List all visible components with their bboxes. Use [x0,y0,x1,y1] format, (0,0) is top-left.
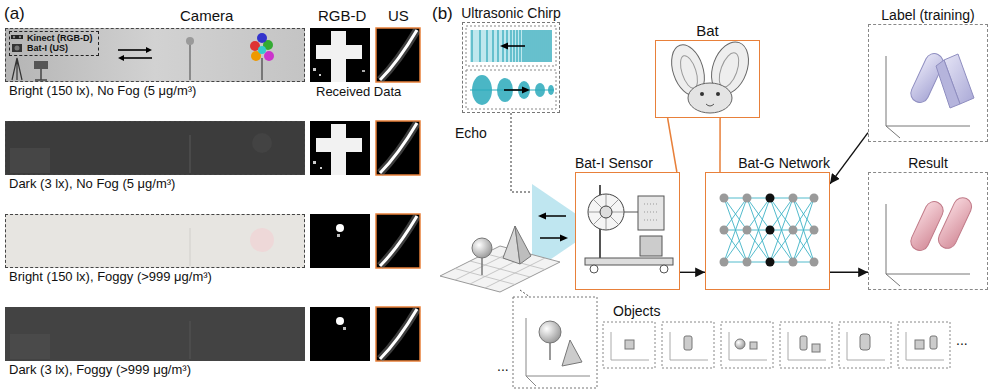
bat-link [668,118,677,172]
device-callout-box: Kinect (RGB-D)Bat-I (US) [9,31,99,56]
node-label: Dark (3 lx), No Fog (5 μg/m³) [9,177,175,192]
sensor-box: Bat-I Sensor [575,172,680,290]
node-label: Bat [696,22,719,39]
flow-arrow [830,272,868,273]
node-label: Kinect (RGB-D) [27,33,95,43]
ultrasound-image [376,28,420,361]
scene [440,113,576,297]
camera-frame: Dark (3 lx), No Fog (5 μg/m³) [5,121,305,175]
ellipsis: ... [956,332,968,348]
chirp-panel: Ultrasonic Chirp [462,22,560,113]
panel-letter: (b) [432,4,453,24]
label-panel: Label (training) [868,24,988,142]
node-label: Label (training) [881,7,974,23]
label-objects [886,51,974,138]
chirp-waveform [466,26,556,109]
bat-drawing [666,37,756,113]
camera-frame: Bright (150 lx), No Fog (5 μg/m³)Kinect … [5,28,305,82]
training-arrow [830,133,868,184]
node-label: Bat-I Sensor [575,155,653,171]
column-heading: Camera [180,7,233,24]
node-label: Ultrasonic Chirp [461,5,561,21]
node-label: Bright (150 lx), Foggy (>999 μg/m³) [9,270,212,285]
node-label: Result [908,155,948,171]
node-label: Bat-G Network [738,155,830,171]
result-panel: Result [868,172,988,290]
node-label: Bright (150 lx), No Fog (5 μg/m³) [9,84,196,99]
bat-box: Bat [655,40,760,118]
object-samples [513,297,950,388]
signal-label: Echo [455,125,487,141]
column-heading: RGB-D [318,7,366,24]
bat-link [719,118,721,172]
group-heading: Objects [613,303,660,319]
ellipsis: ... [497,358,509,374]
result-objects [886,195,975,286]
node-label: Dark (3 lx), Foggy (>999 μg/m³) [9,363,191,378]
column-heading: US [388,7,409,24]
camera-frame: Bright (150 lx), Foggy (>999 μg/m³) [5,214,305,268]
network-box: Bat-G Network [705,172,830,290]
column-caption: Received Data [316,85,401,100]
camera-frame: Dark (3 lx), Foggy (>999 μg/m³) [5,307,305,361]
neural-network [720,194,819,267]
node-label: Bat-I (US) [27,43,95,53]
camera-photo [5,28,305,361]
depth-image [310,28,370,361]
flow-arrow [680,272,705,273]
panel-letter: (a) [4,4,25,24]
sensor-rig [585,185,673,273]
